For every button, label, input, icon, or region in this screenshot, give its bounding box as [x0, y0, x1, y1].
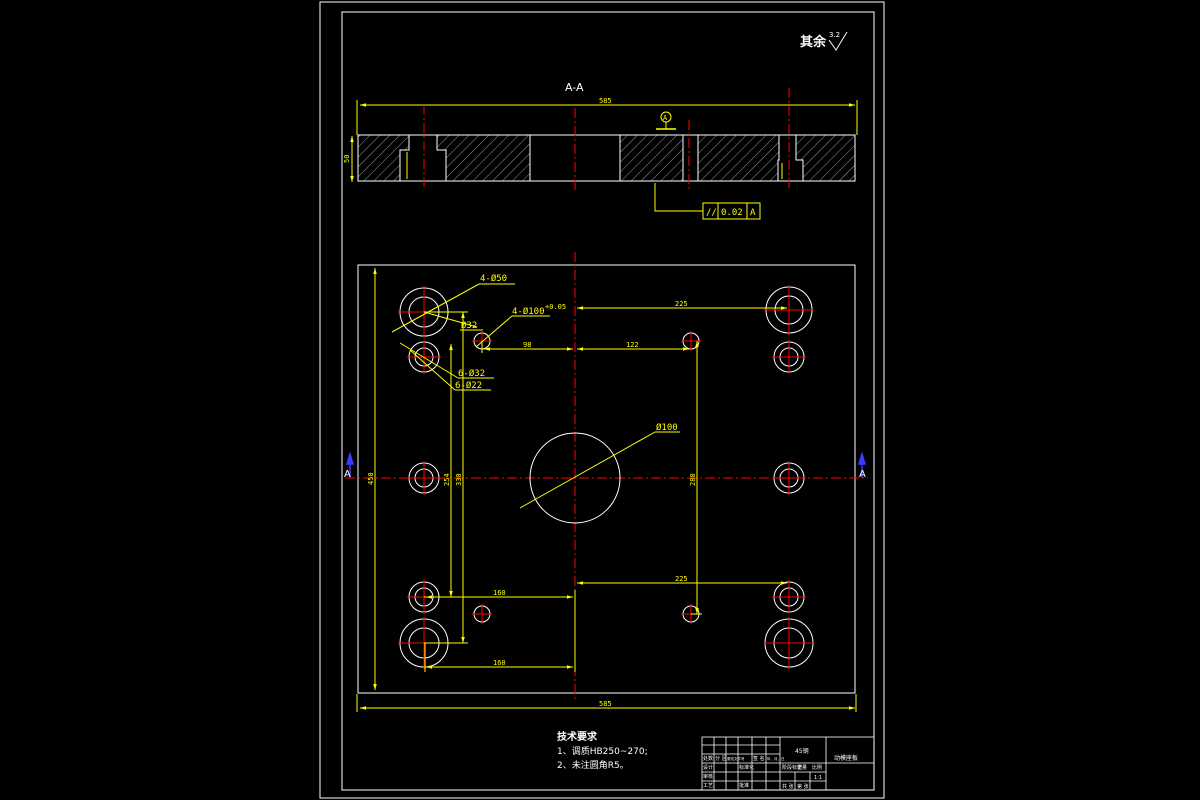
tb-cell-3: 更改文件号 — [727, 756, 745, 761]
label-top-225: 225 — [675, 300, 688, 308]
tolerance-value: 0.02 — [721, 208, 743, 218]
section-mark-left: A — [344, 451, 355, 480]
tolerance-symbol: // — [706, 208, 717, 218]
plate-outline — [357, 264, 856, 694]
tb-cell-12: 工艺 — [703, 783, 713, 789]
section-arrow-left-icon — [345, 451, 355, 478]
inner-frame — [341, 11, 875, 791]
section-hatch-3 — [697, 134, 856, 182]
section-counterbore-left — [399, 134, 447, 182]
title-block-frame — [701, 736, 875, 791]
callout-bolt-holes: 4-Ø50 — [480, 273, 507, 284]
tb-part-name: 动模座板 — [834, 754, 858, 762]
tb-cell-15: 第 张 — [797, 783, 809, 790]
outer-frame — [319, 1, 885, 799]
leader-center — [519, 431, 656, 509]
label-450: 450 — [367, 472, 375, 485]
section-hatch-2 — [619, 134, 684, 182]
tb-cell-1: 处数 — [703, 755, 713, 762]
tb-cell-8: 阶段标记 — [782, 764, 802, 771]
tb-cell-10: 比例 — [812, 764, 822, 771]
label-122: 122 — [626, 341, 639, 349]
label-254: 254 — [443, 473, 451, 486]
roughness-note: 其余 3.2 — [800, 31, 848, 51]
roughness-value: 3.2 — [829, 31, 840, 39]
technical-notes: 技术要求 1、调质HB250~270; 2、未注圆角R5。 — [557, 730, 648, 771]
callout-center-hole: Ø100 — [656, 422, 678, 433]
tb-cell-2: 分 区 — [715, 755, 727, 762]
roughness-check-icon — [828, 31, 848, 51]
label-585: 585 — [599, 700, 612, 708]
section-mark-right-label: A — [859, 469, 866, 480]
callout-pin-tol: +0.05 — [545, 303, 566, 311]
label-160-upper: 160 — [493, 589, 506, 597]
tolerance-box — [702, 202, 761, 220]
plan-dimensions — [356, 268, 857, 712]
notes-item-2: 2、未注圆角R5。 — [557, 759, 629, 771]
label-280: 280 — [689, 473, 697, 486]
leader-bolt — [391, 283, 480, 333]
notes-title: 技术要求 — [557, 730, 598, 743]
title-block — [701, 736, 875, 791]
roughness-prefix: 其余 — [800, 34, 827, 50]
title-block-text: 45钢 动模座板 处数 分 区 更改文件号 签 名 年、月、日 设计 标准化 阶… — [703, 747, 858, 790]
leader-32 — [399, 342, 459, 379]
leader-c32 — [423, 311, 478, 328]
datum-letter: A — [663, 114, 668, 122]
leader-22 — [409, 349, 456, 391]
tb-cell-6: 设计 — [703, 764, 713, 771]
center-hole — [529, 432, 621, 524]
callout-holes-32: 6-Ø32 — [458, 368, 485, 379]
tb-cell-9: 重量 — [797, 764, 807, 771]
section-opening-right — [682, 134, 699, 182]
section-mark-left-label: A — [344, 469, 351, 480]
tolerance-frame: // 0.02 A — [654, 183, 761, 220]
label-bottom-225: 225 — [675, 575, 688, 583]
section-length-label: 585 — [599, 97, 612, 105]
tb-cell-13: 批准 — [739, 782, 749, 789]
section-view: A-A 585 50 A — [343, 81, 858, 220]
tb-cell-11: 审核 — [703, 773, 713, 780]
label-160-lower: 160 — [493, 659, 506, 667]
tolerance-leader — [654, 183, 703, 212]
tolerance-datum: A — [750, 208, 756, 218]
section-title: A-A — [565, 81, 584, 94]
tb-cell-16: 1:1 — [814, 775, 822, 781]
plan-dimension-labels: 225 225 98 122 160 160 585 450 254 330 2… — [367, 300, 697, 708]
notes-item-1: 1、调质HB250~270; — [557, 745, 648, 757]
section-counterbore-right — [777, 134, 804, 182]
section-thickness-label: 50 — [343, 155, 351, 163]
leader-pin — [475, 315, 513, 348]
tb-material: 45钢 — [795, 747, 809, 755]
tb-cell-14: 共 张 — [782, 783, 794, 790]
datum-feature: A — [656, 111, 676, 130]
label-330: 330 — [455, 473, 463, 486]
plan-view: A A — [344, 252, 868, 712]
callout-c32: Ø32 — [461, 320, 477, 331]
callout-pin-holes: 4-Ø100 — [512, 306, 545, 317]
tb-cell-7: 标准化 — [739, 764, 754, 771]
tb-cell-5: 年、月、日 — [767, 756, 785, 761]
plan-callouts: 4-Ø50 4-Ø100 +0.05 Ø32 6-Ø32 6-Ø22 Ø100 — [455, 273, 678, 433]
label-98: 98 — [523, 341, 531, 349]
section-arrow-right-icon — [857, 451, 867, 478]
callout-holes-22: 6-Ø22 — [455, 380, 482, 391]
section-mark-right: A — [857, 451, 867, 480]
tb-cell-4: 签 名 — [753, 755, 765, 762]
